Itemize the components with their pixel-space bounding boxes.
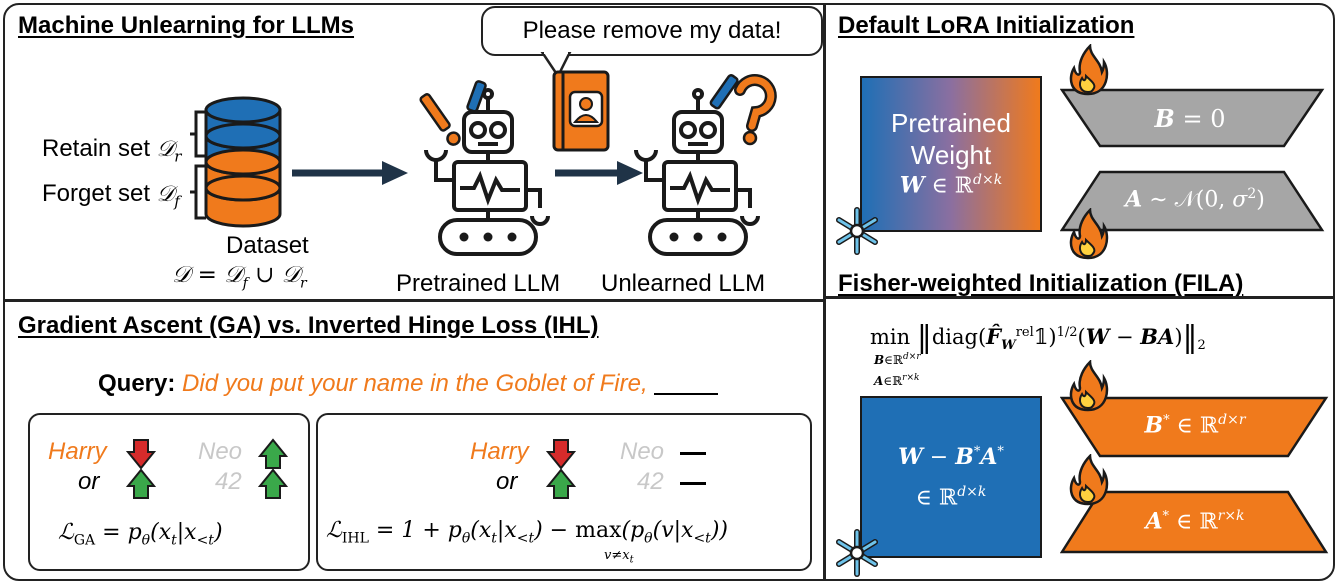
unlearned-robot-icon — [634, 74, 777, 256]
forget-set-label: Forget set 𝒟f — [42, 180, 180, 211]
speech-bubble-tail — [540, 52, 572, 79]
ga-formula: ℒGA = pθ(xt|x<t) — [58, 520, 223, 549]
personal-data-book-icon — [552, 70, 610, 152]
dataset-label: Dataset — [226, 232, 309, 259]
snowflake-icon — [836, 207, 878, 255]
default-lora-title: Default LoRA Initialization — [838, 12, 1135, 39]
down-arrow-icon — [126, 439, 156, 470]
pretrained-weight-box — [860, 76, 1042, 232]
arrow-right-icon — [292, 161, 408, 185]
right-horizontal-divider — [824, 296, 1334, 299]
ga-harry: Harry — [48, 438, 107, 465]
ga-vs-ihl-title: Gradient Ascent (GA) vs. Inverted Hinge … — [18, 312, 599, 339]
arrow-right-icon-2 — [555, 161, 643, 185]
speech-bubble: Please remove my data! — [481, 6, 823, 56]
set-brackets — [190, 110, 206, 220]
residual-line1: W − B*A* — [898, 444, 1004, 470]
a-star-label: A* ∈ ℝr×k — [1145, 508, 1245, 535]
speech-text: Please remove my data! — [522, 17, 782, 44]
flame-icon — [1069, 360, 1109, 412]
flame-icon — [1069, 208, 1109, 260]
a-star-trapezoid — [1060, 490, 1329, 554]
ga-42: 42 — [215, 468, 242, 495]
up-arrow-icon — [258, 468, 288, 499]
a-gaussian-label: A ∼ 𝒩(0, σ2) — [1125, 186, 1265, 213]
b-star-label: B* ∈ ℝd×r — [1144, 412, 1246, 439]
b-zero-trapezoid — [1060, 88, 1325, 148]
ga-box — [28, 413, 310, 571]
b-star-trapezoid — [1060, 396, 1329, 458]
down-arrow-icon — [546, 439, 576, 470]
fila-title: Fisher-weighted Initialization (FILA) — [838, 270, 1244, 297]
query-label: Query: — [98, 370, 176, 397]
ga-or: or — [78, 468, 100, 495]
pretrained-robot-icon — [419, 80, 550, 256]
ihl-formula: ℒIHL = 1 + pθ(xt|x<t) − max(pθ(v|x<t)) — [326, 518, 728, 547]
left-horizontal-divider — [4, 299, 824, 302]
flame-icon — [1069, 454, 1109, 506]
flame-icon — [1069, 44, 1109, 96]
residual-weight-box — [860, 396, 1042, 558]
snowflake-icon — [836, 529, 878, 577]
machine-unlearning-title: Machine Unlearning for LLMs — [18, 12, 355, 39]
b-zero-label: B = 0 — [1154, 104, 1226, 133]
pretrained-weight-line2: Weight — [910, 140, 992, 170]
fila-objective: min ‖diag(F̂Wrel𝟙)1/2(W − BA)‖2 — [870, 320, 1206, 355]
ihl-42: 42 — [637, 468, 664, 495]
a-gaussian-trapezoid — [1060, 170, 1325, 232]
database-icon — [204, 96, 282, 228]
num-dash — [680, 482, 706, 485]
query-text: Did you put your name in the Goblet of F… — [182, 370, 648, 397]
pretrained-llm-label: Pretrained LLM — [396, 270, 561, 297]
ihl-neo: Neo — [620, 438, 665, 465]
dataset-formula: 𝒟 = 𝒟f ∪ 𝒟r — [172, 262, 307, 292]
vertical-divider — [823, 4, 826, 581]
ga-neo: Neo — [198, 438, 243, 465]
outer-frame — [3, 3, 1335, 581]
ihl-harry: Harry — [470, 438, 529, 465]
pretrained-weight-formula: W ∈ ℝd×k — [899, 172, 1003, 199]
ihl-max-subscript: v≠xt — [604, 548, 634, 566]
ihl-or: or — [496, 468, 518, 495]
retain-set-label: Retain set 𝒟r — [42, 135, 182, 166]
query-blank — [654, 393, 719, 395]
residual-line2: ∈ ℝd×k — [915, 484, 987, 511]
neo-dash — [680, 452, 706, 455]
up-arrow-icon — [546, 468, 576, 499]
up-arrow-icon — [258, 438, 288, 469]
pretrained-weight-line1: Pretrained — [891, 108, 1011, 138]
unlearned-llm-label: Unlearned LLM — [601, 270, 766, 297]
query-line: Query: Did you put your name in the Gobl… — [98, 370, 719, 398]
retain-set-text: Retain set — [42, 135, 151, 162]
up-arrow-icon — [126, 468, 156, 499]
forget-set-text: Forget set — [42, 180, 151, 207]
